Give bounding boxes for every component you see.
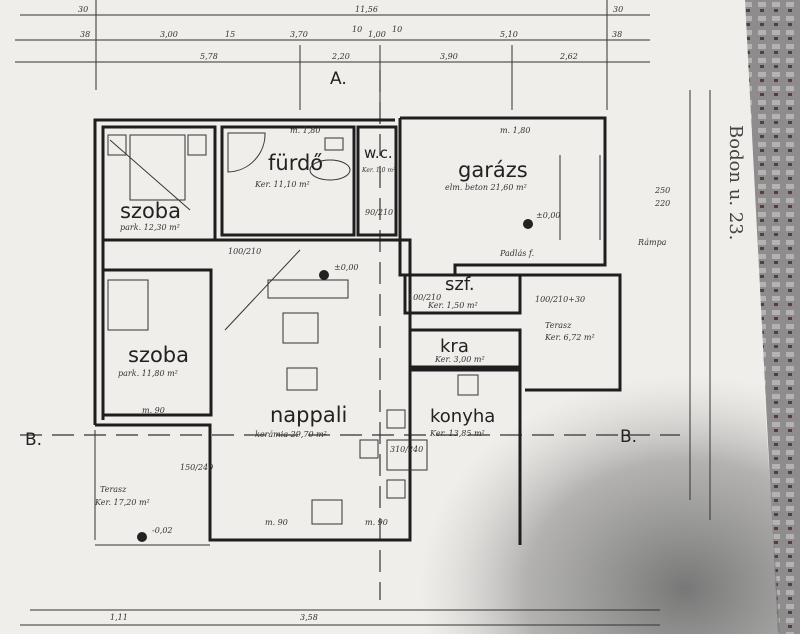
dim: 10 <box>352 25 362 34</box>
dim: 3,00 <box>160 30 178 39</box>
room-szf: szf. Ker. 1,50 m² <box>427 274 478 310</box>
dim: 2,62 <box>559 52 578 61</box>
room-area: Ker. 13,85 m² <box>429 429 485 438</box>
handwritten-address: Bodon u. 23. <box>725 125 746 240</box>
door-label: 310/240 <box>390 445 423 454</box>
room-szoba-1: szoba park. 12,30 m² <box>120 199 181 232</box>
room-name: fürdő <box>268 151 323 175</box>
armchair <box>286 367 318 391</box>
door-label: 100/210+30 <box>535 295 585 304</box>
room-name: Terasz <box>545 321 572 330</box>
room-area: Ker. 17,20 m² <box>94 498 150 507</box>
room-area: elm. beton 21,60 m² <box>445 183 527 192</box>
room-name: szf. <box>445 274 475 295</box>
stove <box>457 374 479 396</box>
room-konyha: konyha Ker. 13,85 m² <box>429 406 495 438</box>
room-wc: w.c. Ker. 1,0 m² <box>361 144 396 174</box>
sofa <box>267 279 349 299</box>
dim-overall: 11,56 <box>355 5 378 14</box>
room-name: kra <box>440 336 469 357</box>
dim: 2,20 <box>331 52 350 61</box>
room-kra: kra Ker. 3,00 m² <box>434 336 485 364</box>
room-area: park. 12,30 m² <box>120 223 180 232</box>
room-area: park. 11,80 m² <box>118 369 178 378</box>
room-name: szoba <box>120 199 181 223</box>
room-name: w.c. <box>364 144 393 162</box>
room-name: szoba <box>128 343 189 367</box>
dimension-lines <box>15 0 711 626</box>
dim: 1,00 <box>368 30 386 39</box>
walls <box>93 116 622 546</box>
room-area: Ker. 11,10 m² <box>254 180 310 189</box>
dim-left-over: 30 <box>78 5 88 14</box>
door-label: 100/210 <box>228 247 261 256</box>
garage-note: Padlás f. <box>499 249 534 258</box>
room-name: nappali <box>270 403 347 427</box>
room-area: kerámia 29,70 m² <box>255 430 327 439</box>
dim: 38 <box>612 30 622 39</box>
room-garazs: garázs elm. beton 21,60 m² <box>445 158 528 192</box>
section-label-b-right: B. <box>620 427 637 447</box>
dim-row3: 5,78 2,20 3,90 2,62 <box>200 52 578 61</box>
room-szoba-2: szoba park. 11,80 m² <box>118 343 189 378</box>
dim-row2: 38 3,00 15 3,70 10 1,00 10 5,10 38 <box>80 25 622 39</box>
level-markers: ±0,00 ±0,00 -0,02 <box>137 211 561 542</box>
level: -0,02 <box>152 526 173 535</box>
level: ±0,00 <box>536 211 561 220</box>
room-name: Terasz <box>100 485 127 494</box>
dim: 3,90 <box>440 52 458 61</box>
photocopy-shadow <box>400 330 780 634</box>
bed <box>129 134 186 201</box>
dim-bottom-2: 3,58 <box>300 613 318 622</box>
furniture <box>107 132 601 525</box>
door-label: 100/210 <box>408 293 441 302</box>
room-name: konyha <box>430 406 495 427</box>
window-label: m. 90 <box>365 518 388 527</box>
room-furdo: fürdő Ker. 11,10 m² <box>254 151 323 189</box>
room-name: garázs <box>458 158 528 182</box>
dim: 15 <box>225 30 235 39</box>
room-nappali: nappali kerámia 29,70 m² <box>255 403 347 439</box>
dim: 5,10 <box>500 30 518 39</box>
room-area: Ker. 6,72 m² <box>544 333 595 342</box>
dim: 3,70 <box>290 30 308 39</box>
dim: 10 <box>392 25 402 34</box>
bed <box>107 279 149 331</box>
room-area: Ker. 1,50 m² <box>427 301 478 310</box>
garage-note: 220 <box>654 199 670 208</box>
section-label-b-left: B. <box>25 430 42 450</box>
door-label: 150/240 <box>180 463 213 472</box>
window-label: m. 90 <box>265 518 288 527</box>
toilet <box>324 137 344 151</box>
window-label: m. 1,80 <box>500 126 530 135</box>
room-terasz-left: Terasz Ker. 17,20 m² <box>94 485 150 507</box>
dim-bottom-1: 1,11 <box>110 613 128 622</box>
room-area: Ker. 3,00 m² <box>434 355 485 364</box>
room-terasz-right: Terasz Ker. 6,72 m² <box>544 321 595 342</box>
garage-note: 250 <box>654 186 670 195</box>
dim: 5,78 <box>200 52 218 61</box>
shower <box>227 132 266 173</box>
dim: 38 <box>80 30 90 39</box>
bathtub <box>309 159 351 181</box>
section-label-a: A. <box>330 69 347 89</box>
garage-note: Rámpa <box>637 238 667 247</box>
level: ±0,00 <box>334 263 359 272</box>
door-label: 90/210 <box>365 208 393 217</box>
window-label: m. 90 <box>142 406 165 415</box>
table <box>282 312 319 344</box>
room-area: Ker. 1,0 m² <box>361 167 396 174</box>
dim-right-over: 30 <box>613 5 623 14</box>
window-label: m. 1,80 <box>290 126 320 135</box>
fireplace <box>311 499 343 525</box>
